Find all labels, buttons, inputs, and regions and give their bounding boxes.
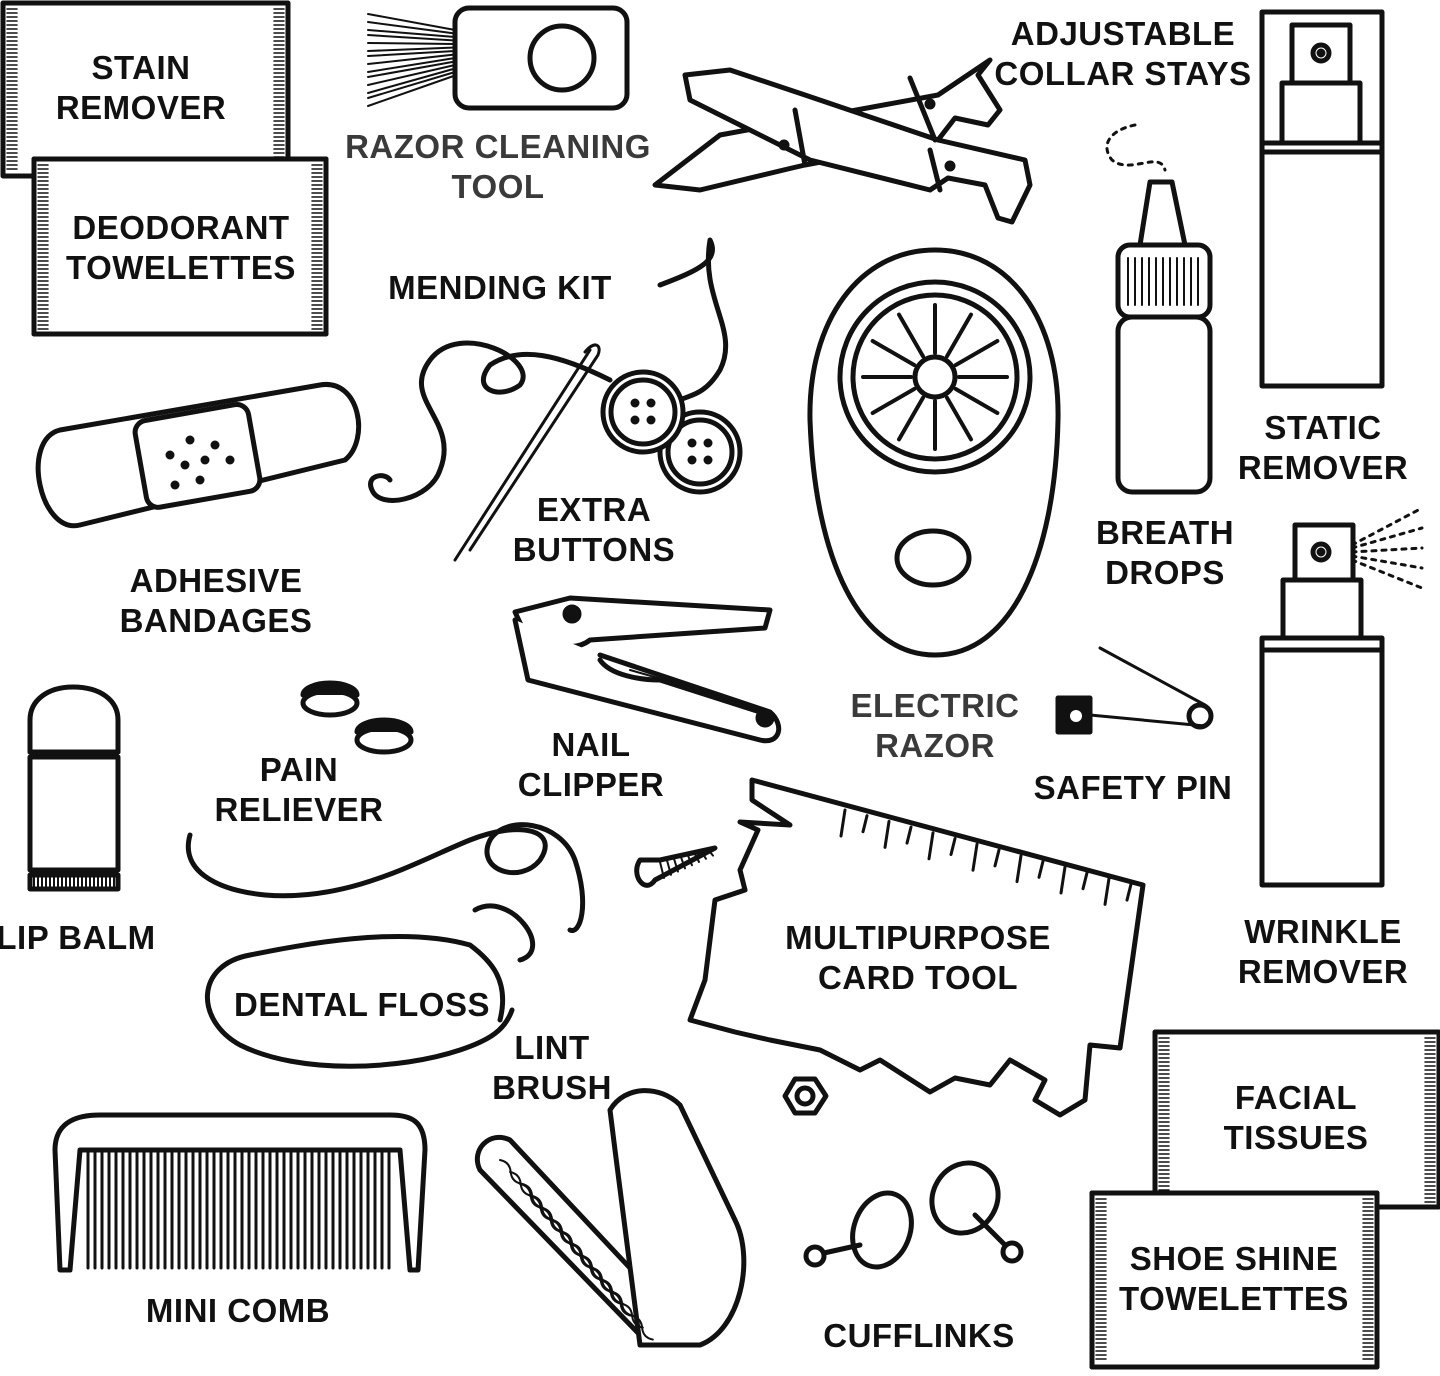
- buttons-icon: [600, 369, 743, 495]
- stain-remover-packet-icon: [0, 0, 291, 179]
- lint-brush-icon: [474, 1088, 747, 1348]
- static-remover-bottle-icon: [1259, 9, 1385, 389]
- needle-thread-icon: [368, 237, 729, 562]
- floss-icon: [185, 822, 586, 1069]
- electric-razor-icon: [807, 247, 1061, 658]
- packet-seal-edge: [1095, 1198, 1374, 1360]
- label-mending-kit: MENDING KIT: [388, 269, 612, 306]
- breath-drops-bottle-icon: [1105, 123, 1213, 495]
- label-dental-floss: DENTAL FLOSS: [234, 986, 490, 1023]
- label-mini-comb: MINI COMB: [145, 1292, 331, 1329]
- label-lip-balm: LIP BALM: [0, 919, 156, 956]
- lip-balm-icon: [27, 684, 121, 892]
- cufflinks-icon: [803, 1160, 1024, 1270]
- wrinkle-remover-bottle-icon: [1259, 506, 1424, 888]
- safety-pin-icon: [1055, 646, 1214, 735]
- facial-tissue-packet-icon: [1152, 1029, 1440, 1210]
- card-tool-icon: [687, 777, 1146, 1118]
- deodorant-packet-front: [31, 156, 329, 337]
- comb-icon: [52, 1112, 428, 1273]
- hex-nut-icon: [782, 1076, 829, 1116]
- lint-brush-pile-wave: [608, 1291, 654, 1341]
- label-safety-pin: SAFETY PIN: [1033, 769, 1233, 806]
- bandage-icon: [35, 382, 362, 529]
- nail-clipper-icon: [512, 595, 782, 744]
- collar-stays-icon: [652, 57, 1033, 225]
- screw-icon: [634, 845, 718, 888]
- label-cufflinks: CUFFLINKS: [823, 1317, 1015, 1354]
- pills-icon: [300, 680, 414, 755]
- razor-cleaning-brush-icon: [367, 5, 630, 111]
- packet-seal-edge: [37, 164, 323, 330]
- shoe-shine-packet-front: [1089, 1190, 1380, 1370]
